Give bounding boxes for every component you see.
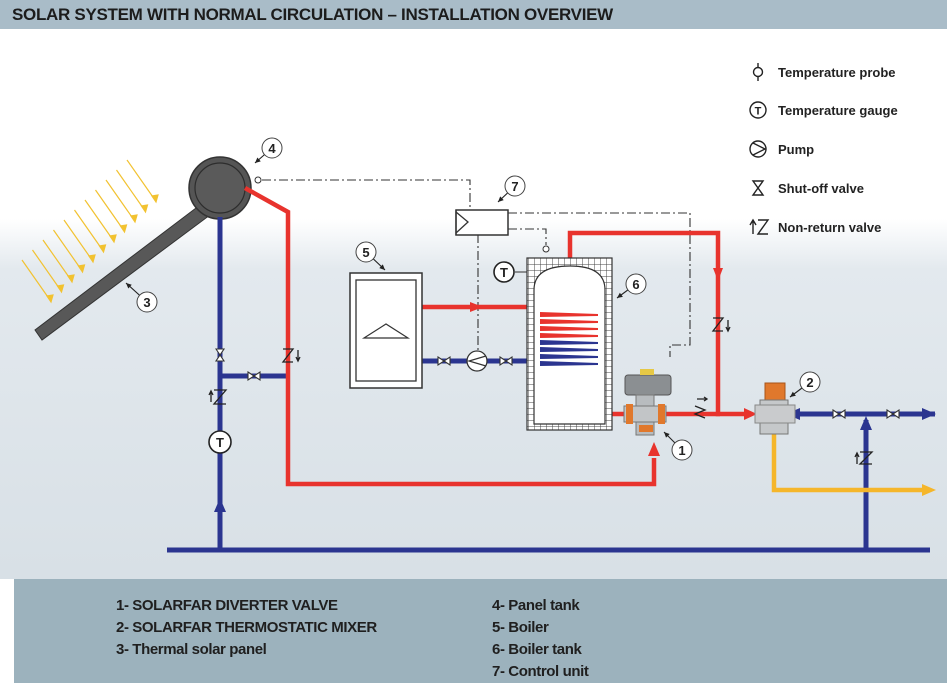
flow-arrow-icon [860, 416, 872, 430]
flow-arrow-icon [744, 408, 757, 420]
temperature-gauge-icon: T [208, 430, 232, 454]
callout-number: 7 [511, 179, 518, 194]
component-item: 5- Boiler [492, 619, 549, 636]
sun-ray [21, 259, 54, 304]
sun-ray [116, 169, 149, 214]
shut-off-valve-icon [751, 180, 765, 196]
coil-turn [540, 347, 598, 352]
callout-number: 2 [806, 375, 813, 390]
shut-off-valve-icon [499, 355, 513, 367]
callout-number: 5 [362, 245, 369, 260]
non-return-valve-icon [693, 396, 709, 419]
legend-item: Shut-off valve [751, 180, 864, 196]
callout-6: 6 [616, 273, 647, 299]
sun-ray [53, 229, 86, 274]
non-return-valve-icon [854, 451, 874, 465]
mixed-water-pipe [771, 432, 925, 493]
temperature-probe-icon [752, 63, 764, 81]
legend-label: Temperature probe [778, 65, 896, 80]
non-return-valve-icon [711, 317, 731, 333]
legend-label: Shut-off valve [778, 181, 864, 196]
sun-rays [21, 159, 159, 304]
callout-2: 2 [789, 371, 821, 398]
legend-item: T Temperature gauge [749, 101, 898, 119]
pump-icon [749, 140, 767, 158]
component-item: 2- SOLARFAR THERMOSTATIC MIXER [116, 619, 377, 636]
flow-arrow-icon [922, 484, 936, 496]
legend-item: Temperature probe [752, 63, 896, 81]
coil-turn [540, 326, 598, 331]
coil-turn [540, 340, 598, 345]
temperature-probe-icon [254, 176, 262, 184]
component-item: 1- SOLARFAR DIVERTER VALVE [116, 597, 338, 614]
callout-4: 4 [254, 137, 283, 164]
callout-number: 3 [143, 295, 150, 310]
callout-1: 1 [663, 431, 693, 461]
coil-turn [540, 319, 598, 324]
sun-ray [32, 249, 65, 294]
sun-ray [126, 159, 159, 204]
control-wiring [262, 179, 691, 357]
pump-icon [466, 350, 488, 372]
control-unit [455, 209, 509, 236]
component-list-1: 1- SOLARFAR DIVERTER VALVE 2- SOLARFAR T… [116, 595, 377, 661]
boiler [349, 272, 423, 389]
non-return-valve-icon [208, 389, 228, 405]
flow-arrow-icon [470, 302, 483, 312]
flow-arrow-icon [214, 498, 226, 512]
temperature-gauge-icon: T [749, 101, 767, 119]
sun-ray [105, 179, 138, 224]
diverter-valve [623, 369, 672, 436]
thermostatic-mixer [754, 382, 796, 435]
sun-ray [84, 199, 117, 244]
sun-ray [95, 189, 128, 234]
title-bar: SOLAR SYSTEM WITH NORMAL CIRCULATION – I… [0, 0, 947, 29]
gauge-glyph: T [500, 265, 508, 280]
legend-item: Non-return valve [749, 218, 881, 235]
temperature-gauge-icon: T [493, 261, 527, 283]
component-item: 6- Boiler tank [492, 641, 582, 658]
temperature-probe-icon [542, 245, 550, 253]
callout-number: 1 [678, 443, 685, 458]
callout-7: 7 [497, 175, 526, 203]
gauge-glyph: T [216, 435, 224, 450]
legend-label: Pump [778, 142, 814, 157]
panel-tank [188, 156, 252, 220]
component-key: 1- SOLARFAR DIVERTER VALVE 2- SOLARFAR T… [14, 579, 947, 683]
shut-off-valve-icon [832, 408, 846, 420]
legend-label: Temperature gauge [778, 103, 898, 118]
component-item: 7- Control unit [492, 663, 589, 680]
sun-ray [74, 209, 107, 254]
sun-ray [42, 239, 75, 284]
component-item: 3- Thermal solar panel [116, 641, 267, 658]
heat-exchanger-coil [540, 312, 598, 366]
coil-turn [540, 333, 598, 338]
callout-number: 4 [268, 141, 276, 156]
shut-off-valve-icon [214, 348, 226, 362]
shut-off-valve-icon [437, 355, 451, 367]
callout-3: 3 [125, 282, 158, 313]
legend-label: Non-return valve [778, 220, 881, 235]
component-list-2: 4- Panel tank 5- Boiler 6- Boiler tank 7… [492, 595, 589, 683]
sun-ray [63, 219, 96, 264]
coil-turn [540, 361, 598, 366]
component-item: 4- Panel tank [492, 597, 580, 614]
shut-off-valve-icon [886, 408, 900, 420]
callout-number: 6 [632, 277, 639, 292]
page-title: SOLAR SYSTEM WITH NORMAL CIRCULATION – I… [12, 5, 613, 24]
coil-turn [540, 312, 598, 317]
shut-off-valve-icon [247, 370, 261, 382]
flow-arrow-icon [922, 408, 936, 420]
legend-item: Pump [749, 140, 814, 158]
non-return-valve-icon [281, 348, 301, 363]
flow-arrow-icon [713, 268, 723, 281]
coil-turn [540, 354, 598, 359]
non-return-valve-icon [749, 218, 770, 235]
callout-5: 5 [355, 241, 386, 271]
flow-arrow-icon [648, 442, 660, 456]
svg-text:T: T [755, 106, 762, 118]
